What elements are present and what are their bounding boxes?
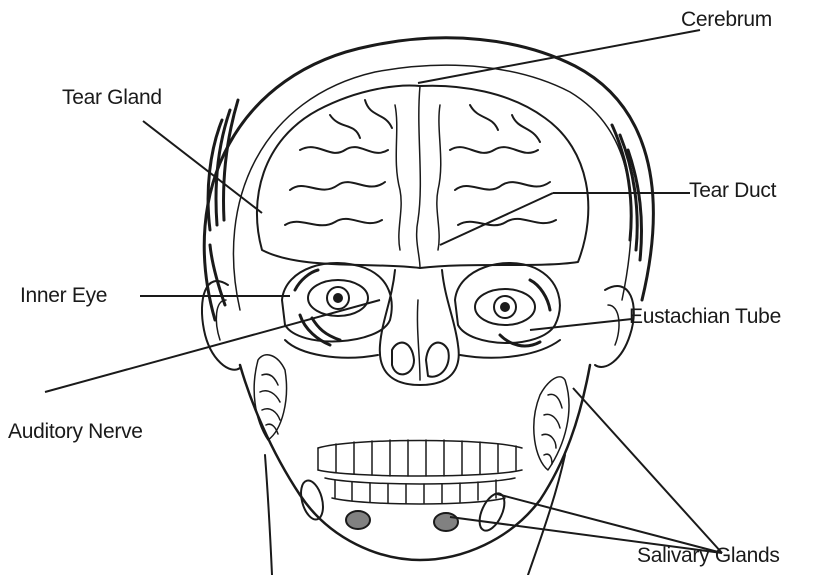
label-inner-eye: Inner Eye — [20, 285, 107, 306]
label-tear-duct: Tear Duct — [689, 180, 776, 201]
hair-shading-left — [208, 100, 238, 305]
tear-duct-leader-diagonal — [440, 193, 553, 245]
eustachian-tube-leader — [530, 319, 632, 330]
label-salivary-glands: Salivary Glands — [637, 545, 780, 566]
brain — [257, 86, 588, 268]
nostril-left — [392, 343, 414, 375]
label-auditory-nerve: Auditory Nerve — [8, 421, 143, 442]
tear-gland-leader — [143, 121, 262, 213]
left-pupil — [334, 294, 342, 302]
neck-right — [528, 455, 565, 575]
right-ear — [595, 286, 634, 367]
right-ear-inner — [608, 305, 619, 345]
upper-teeth — [318, 440, 522, 476]
left-sublingual-gland — [346, 511, 370, 529]
nasal-septum — [417, 300, 420, 380]
nostril-right — [426, 343, 449, 377]
label-cerebrum: Cerebrum — [681, 9, 772, 30]
right-pupil — [501, 303, 509, 311]
left-parotid-gland — [254, 355, 286, 440]
left-submandibular-gland — [297, 478, 327, 522]
neck-left — [265, 455, 272, 575]
jaw-outline — [240, 365, 590, 560]
label-tear-gland: Tear Gland — [62, 87, 162, 108]
salivary-glands-leader-1 — [573, 388, 722, 553]
left-cheekbone — [285, 340, 378, 358]
right-sublingual-gland — [434, 513, 458, 531]
label-eustachian-tube: Eustachian Tube — [629, 306, 781, 327]
